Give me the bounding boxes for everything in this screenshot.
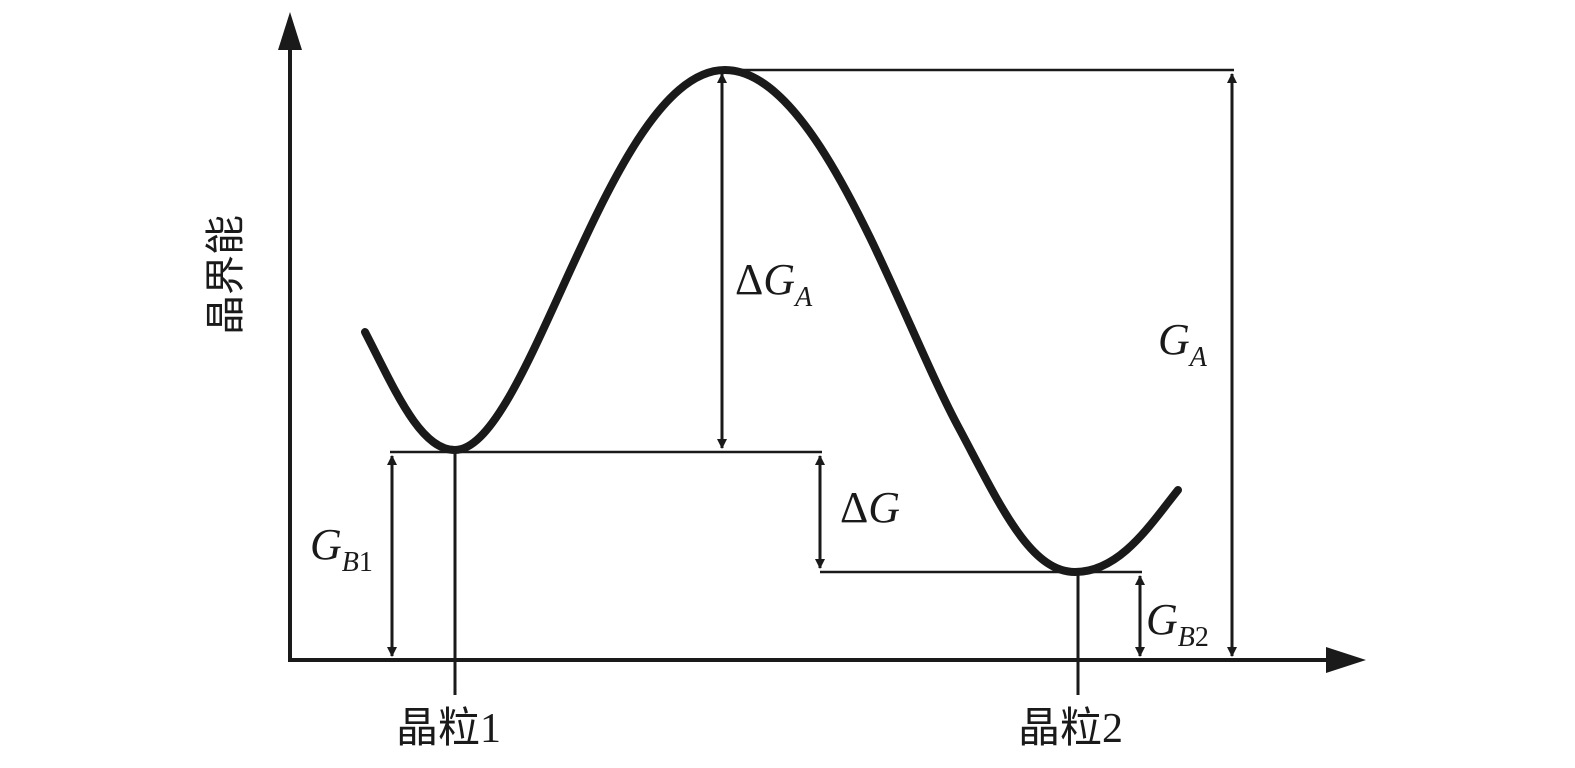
y-axis-label: 晶界能	[203, 215, 248, 335]
subscript-number: 2	[1194, 622, 1209, 653]
subscript-number: 1	[358, 547, 373, 578]
y-axis-arrow	[278, 12, 302, 50]
g-symbol: G	[1158, 315, 1190, 364]
ga-label: GA	[1158, 315, 1207, 372]
grain1-label: 晶粒1	[396, 706, 502, 752]
subscript: A	[795, 282, 813, 313]
g-symbol: G	[310, 520, 342, 569]
delta-symbol: Δ	[735, 255, 764, 304]
g-symbol: G	[1146, 595, 1178, 644]
x-axis-arrow	[1326, 647, 1366, 673]
subscript-letter: B	[341, 547, 359, 578]
subscript: A	[1189, 342, 1207, 373]
subscript-letter: B	[1177, 622, 1195, 653]
delta-g-label: ΔG	[840, 486, 900, 530]
energy-curve	[361, 65, 1182, 577]
delta-ga-label: ΔGA	[735, 255, 812, 312]
delta-symbol: Δ	[840, 483, 869, 532]
grain2-label: 晶粒2	[1018, 706, 1124, 752]
gb2-label: GB2	[1146, 595, 1209, 652]
g-symbol: G	[763, 255, 796, 304]
g-symbol: G	[868, 483, 901, 532]
gb1-label: GB1	[310, 520, 373, 577]
